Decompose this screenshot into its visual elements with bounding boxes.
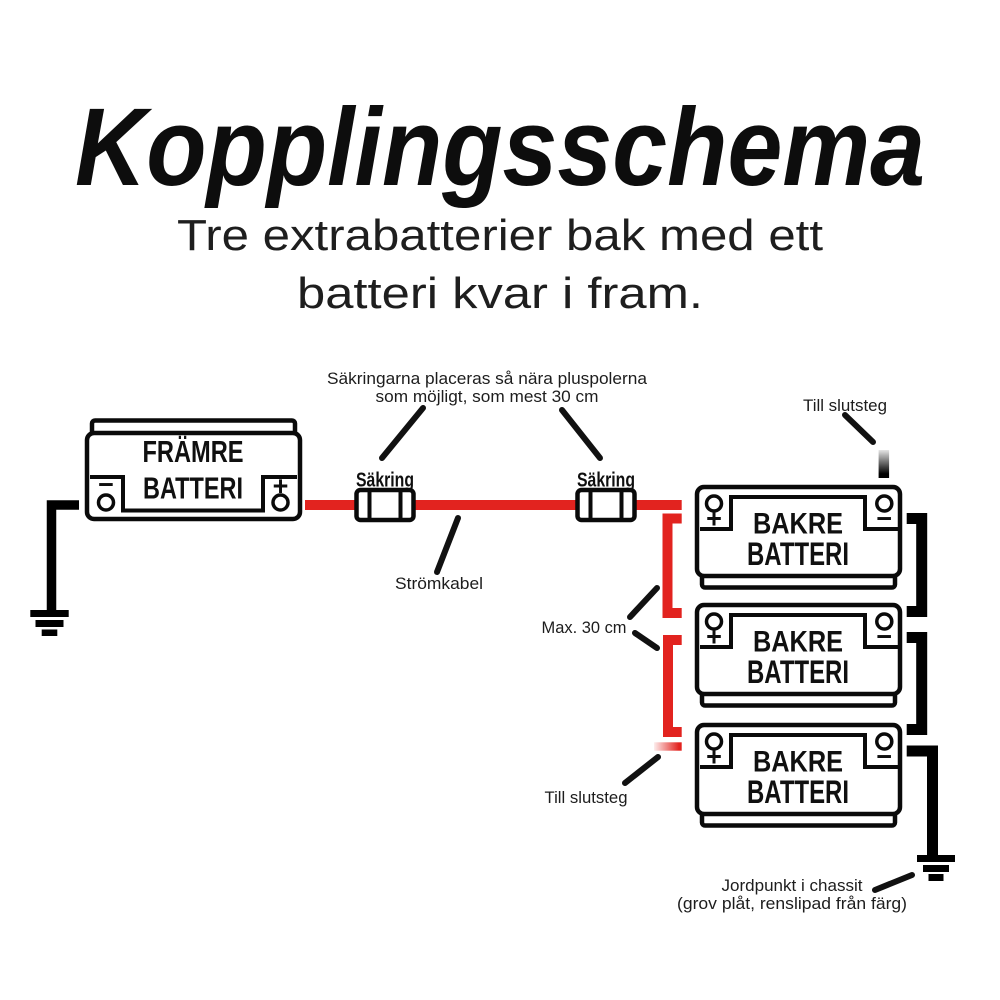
rear-battery-negative-symbol: − <box>876 504 892 534</box>
ground-bar-small <box>41 629 58 636</box>
pointer-max30-to-link-1 <box>627 585 660 620</box>
fuse-label: Säkring <box>577 470 635 492</box>
ground-bar-small <box>928 874 944 881</box>
rear-battery-label-line-2: BATTERI <box>747 654 849 690</box>
black-cable-to-amplifier-stub <box>878 450 890 478</box>
ground-symbol-rear <box>917 855 955 881</box>
pointer-max30-to-link-2 <box>632 630 660 651</box>
fuse-1: Säkring <box>354 470 416 523</box>
rear-battery-1: + − BAKRE BATTERI <box>694 484 903 590</box>
pointer-note-to-fuse-2 <box>559 407 603 461</box>
rear-battery-positive-symbol: + <box>706 622 722 652</box>
pointer-note-to-fuse-1 <box>379 405 426 461</box>
front-battery-inner-wall <box>90 475 297 513</box>
subtitle-line-1: Tre extrabatterier bak med ett <box>177 211 823 260</box>
rear-battery-3: + − BAKRE BATTERI <box>694 722 903 828</box>
rear-battery-negative-symbol: − <box>876 742 892 772</box>
max-30cm-label: Max. 30 cm <box>542 619 627 637</box>
rear-battery-label-line-1: BAKRE <box>753 625 843 658</box>
pointer-jordpunkt-to-ground <box>872 872 915 893</box>
front-battery-label-line-1: FRÄMRE <box>143 434 244 469</box>
rear-battery-label-line-2: BATTERI <box>747 536 849 572</box>
fuse-note-line-1: Säkringarna placeras så nära pluspolerna <box>327 370 648 388</box>
rear-battery-positive-post <box>704 732 724 751</box>
fuse-label: Säkring <box>356 470 414 492</box>
rear-battery-positive-symbol: + <box>706 742 722 772</box>
till-slutsteg-bottom-label: Till slutsteg <box>545 789 628 807</box>
black-ground-cables <box>30 450 955 881</box>
rear-battery-negative-post <box>875 612 894 631</box>
front-battery-positive-post <box>271 493 290 512</box>
rear-battery-ground-wire <box>906 745 938 855</box>
fuse-body <box>354 487 416 523</box>
front-battery-positive-symbol: + <box>273 471 289 501</box>
black-link-battery1-battery2 <box>906 513 928 617</box>
rear-battery-inner-wall <box>700 495 898 531</box>
jordpunkt-label-line-2: (grov plåt, renslipad från färg) <box>677 895 907 913</box>
ground-bar-medium <box>35 620 64 627</box>
red-cable-to-amplifier-stub <box>654 742 682 751</box>
front-battery-negative-symbol: − <box>98 470 114 500</box>
front-battery-body <box>84 430 303 522</box>
annotation-pointer-lines <box>379 405 915 893</box>
red-link-battery2-battery3 <box>663 635 682 737</box>
till-slutsteg-top-label: Till slutsteg <box>803 397 887 415</box>
fuse-2: Säkring <box>575 470 637 523</box>
subtitle-line-2: batteri kvar i fram. <box>297 269 703 318</box>
rear-battery-label-line-2: BATTERI <box>747 774 849 810</box>
front-battery: FRÄMRE BATTERI − + <box>84 418 303 522</box>
front-battery-ground-wire <box>46 500 79 610</box>
rear-battery-negative-symbol: − <box>876 622 892 652</box>
black-link-battery2-battery3 <box>906 632 928 735</box>
jordpunkt-label-line-1: Jordpunkt i chassit <box>722 877 863 895</box>
stromkabel-label: Strömkabel <box>395 575 483 593</box>
rear-battery-negative-post <box>875 732 894 751</box>
pointer-stromkabel-to-cable <box>434 515 461 575</box>
fuse-note-line-2: som möjligt, som mest 30 cm <box>376 388 599 406</box>
rear-battery-positive-post <box>704 494 724 513</box>
pointer-till-slutsteg-top <box>842 412 876 445</box>
front-battery-label-line-2: BATTERI <box>143 471 243 506</box>
rear-battery-label-line-1: BAKRE <box>753 507 843 540</box>
ground-symbol-front <box>30 610 69 636</box>
rear-battery-inner-wall <box>700 733 898 769</box>
rear-battery-positive-symbol: + <box>706 504 722 534</box>
ground-bar-medium <box>923 865 949 872</box>
rear-battery-label-line-1: BAKRE <box>753 745 843 778</box>
rear-battery-body <box>694 484 903 579</box>
pointer-till-slutsteg-bottom <box>622 754 661 786</box>
ground-bar-large <box>917 855 955 862</box>
ground-bar-large <box>30 610 69 617</box>
rear-battery-positive-post <box>704 612 724 631</box>
page-title: Kopplingsschema <box>75 86 925 209</box>
front-battery-negative-post <box>96 493 116 512</box>
rear-battery-body <box>694 722 903 817</box>
fuse-body <box>575 487 637 523</box>
red-link-battery1-battery2 <box>662 513 682 618</box>
rear-battery-body <box>694 602 903 697</box>
rear-battery-negative-post <box>875 494 894 513</box>
rear-battery-2: + − BAKRE BATTERI <box>694 602 903 708</box>
rear-battery-inner-wall <box>700 613 898 649</box>
